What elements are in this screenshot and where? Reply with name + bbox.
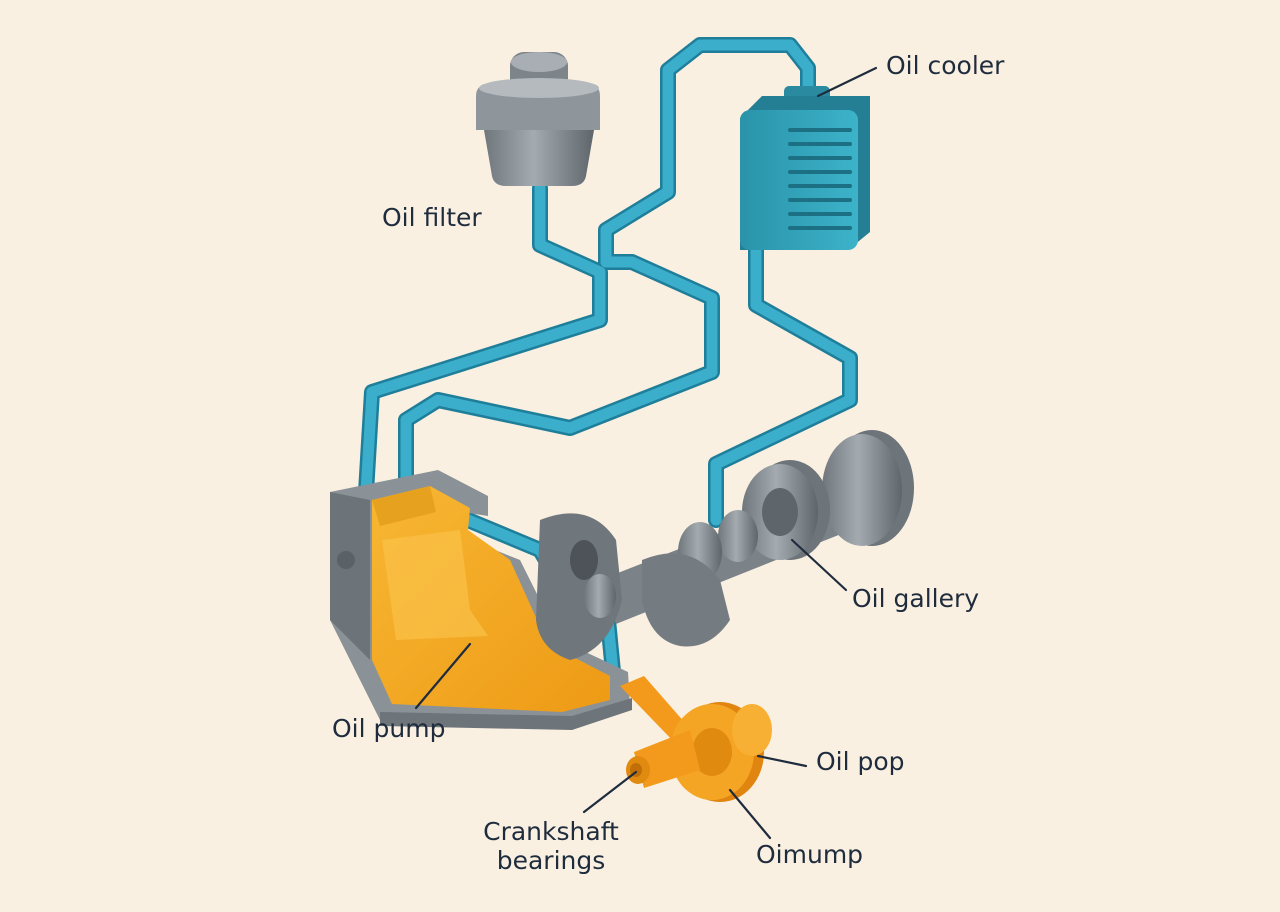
leader-lines xyxy=(414,66,878,840)
oil-filter-component xyxy=(476,52,600,186)
label-oil-pump: Oil pump xyxy=(332,714,446,743)
leader-oil-pump xyxy=(414,642,472,710)
oil-pan-component xyxy=(330,470,632,730)
crankshaft-component xyxy=(536,430,914,660)
label-oil-pop: Oil pop xyxy=(816,747,905,776)
leader-crankshaft-bearings xyxy=(582,770,638,814)
leader-oil-pop xyxy=(756,754,808,768)
label-oil-gallery: Oil gallery xyxy=(852,584,980,613)
oil-pump-component xyxy=(620,676,772,802)
label-oil-filter: Oil filter xyxy=(382,203,482,232)
oil-cooler-component xyxy=(740,86,870,250)
label-crankshaft-bearings: Crankshaft bearings xyxy=(474,817,628,876)
leader-oil-gallery xyxy=(790,538,848,592)
label-crankshaft-line1: Crankshaft xyxy=(483,817,619,846)
leader-oimump xyxy=(728,788,772,840)
pipe-pan-to-junction xyxy=(398,254,720,498)
leader-oil-cooler xyxy=(816,66,878,98)
label-oil-cooler: Oil cooler xyxy=(886,51,1005,80)
label-oimump: Oimump xyxy=(756,840,864,869)
label-crankshaft-line2: bearings xyxy=(496,845,606,875)
